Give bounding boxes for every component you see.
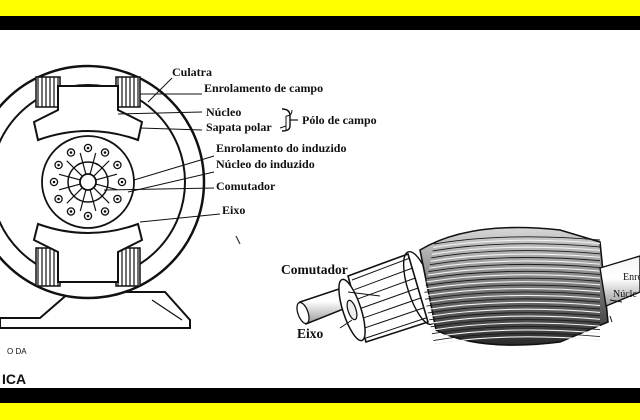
- watermark-line-1: O DA: [7, 347, 27, 356]
- label-eixo-armature: Eixo: [297, 326, 324, 341]
- commutator-segment: [89, 189, 97, 212]
- label-nucleo: Núcleo: [206, 105, 241, 119]
- shaft-circle: [79, 173, 97, 191]
- watermark-line-2: ICA: [2, 371, 26, 387]
- shaft-right: [599, 255, 640, 307]
- winding-conductor: [427, 270, 601, 279]
- winding-conductor: [424, 284, 601, 293]
- label-polo-campo: Pólo de campo: [302, 113, 377, 127]
- top-yellow-band: [0, 0, 640, 16]
- commutator-segment: [95, 173, 118, 181]
- field-coil-bottom-left: [35, 247, 61, 287]
- winding-conductor: [430, 253, 601, 262]
- winding-conductor: [431, 250, 601, 259]
- winding-conductor: [433, 239, 601, 248]
- commutator-bar: [351, 257, 411, 281]
- dc-machine-diagram: Culatra Enrolamento de campo Núcleo Sapa…: [0, 64, 640, 387]
- commutator-segment: [58, 183, 81, 191]
- winding-conductor: [424, 291, 601, 300]
- pole-brace: [281, 108, 291, 132]
- bottom-yellow-band: [0, 403, 640, 420]
- label-comutador: Comutador: [216, 179, 276, 193]
- commutator-segment: [95, 183, 118, 191]
- commutator-segment: [66, 160, 83, 177]
- winding-conductor: [428, 308, 601, 317]
- commutator-bar: [354, 267, 413, 291]
- label-nucleo-induzido: Núcleo do induzido: [216, 157, 315, 171]
- label-enrolamento-cut: Enro: [623, 272, 640, 283]
- winding-conductor: [431, 322, 601, 331]
- winding-conductor: [433, 336, 601, 345]
- field-coil-bottom-right: [115, 247, 141, 287]
- winding-conductor: [429, 315, 601, 324]
- machine-base-foot: [0, 291, 191, 329]
- label-enrolamento-induzido: Enrolamento do induzido: [216, 141, 346, 155]
- armature-leader-lines: [339, 291, 623, 329]
- winding-conductor: [432, 243, 601, 252]
- label-eixo: Eixo: [222, 203, 245, 217]
- scan-mark: [235, 235, 241, 245]
- winding-conductor: [433, 236, 601, 245]
- label-nucleo-cut: Núcle: [613, 289, 637, 300]
- winding-conductor: [428, 263, 601, 273]
- winding-conductor: [429, 312, 601, 321]
- commutator-bar: [363, 307, 424, 329]
- diagram-sheet: Culatra Enrolamento de campo Núcleo Sapa…: [0, 30, 640, 388]
- label-enrolamento-campo: Enrolamento de campo: [204, 81, 323, 95]
- commutator-segment: [58, 173, 81, 181]
- winding-conductor: [424, 287, 601, 297]
- commutator-segment: [93, 187, 110, 204]
- commutator-segment: [79, 152, 87, 175]
- winding-conductor: [424, 281, 601, 290]
- commutator-segments: [58, 152, 118, 212]
- winding-conductor: [426, 274, 601, 283]
- label-sapata-polar: Sapata polar: [206, 120, 272, 134]
- field-coil-top-left: [35, 76, 61, 108]
- commutator-segment: [89, 152, 97, 175]
- commutator-bar: [361, 297, 421, 320]
- winding-conductor: [429, 260, 601, 269]
- commutator-segment: [93, 160, 110, 177]
- winding-conductor: [432, 329, 601, 338]
- winding-conductor: [427, 301, 601, 311]
- winding-conductor: [431, 246, 601, 255]
- winding-conductor: [427, 305, 601, 314]
- armature-winding-conductors: [424, 236, 601, 345]
- commutator-segment: [79, 189, 87, 212]
- winding-conductor: [425, 294, 601, 304]
- label-culatra: Culatra: [172, 65, 212, 79]
- winding-conductor: [426, 298, 601, 307]
- commutator-bar: [365, 317, 427, 339]
- winding-conductor: [429, 257, 601, 266]
- winding-conductor: [431, 326, 601, 335]
- leader-lines: [103, 77, 293, 223]
- commutator-segment: [66, 187, 83, 204]
- winding-conductor: [430, 319, 601, 328]
- armature-assembly: Comutador Eixo Enro Núcle: [281, 226, 640, 346]
- winding-conductor: [433, 332, 601, 341]
- armature-slots: [49, 143, 127, 221]
- machine-cross-section: Culatra Enrolamento de campo Núcleo Sapa…: [0, 64, 377, 329]
- label-comutador-armature: Comutador: [281, 262, 348, 277]
- winding-conductor: [425, 277, 601, 286]
- field-coil-top-right: [115, 76, 141, 108]
- winding-conductor: [427, 267, 601, 276]
- pole-shoe-bottom: [32, 222, 144, 283]
